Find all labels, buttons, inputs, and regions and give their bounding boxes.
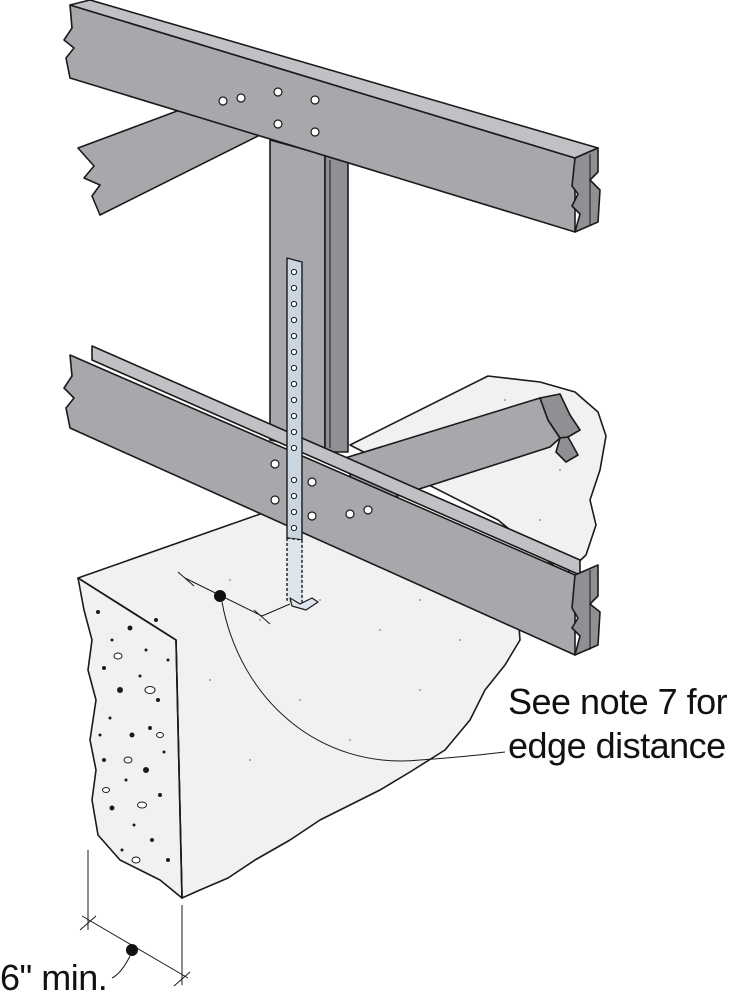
min-distance-leader bbox=[111, 955, 131, 979]
strap-tie-holes bbox=[290, 268, 298, 532]
min-distance-marker bbox=[126, 944, 138, 956]
edge-note-line-1: See note 7 for bbox=[508, 681, 728, 722]
edge-note-leader bbox=[221, 601, 506, 762]
bottom-track-screws bbox=[270, 459, 373, 521]
concrete-top-surface bbox=[77, 499, 521, 899]
concrete-aggregate-outlines bbox=[102, 652, 164, 864]
top-track-screws bbox=[218, 87, 320, 137]
edge-distance-dimension bbox=[177, 571, 291, 625]
bottom-track bbox=[63, 345, 601, 656]
concrete-aggregate bbox=[96, 610, 170, 862]
concrete-front-face bbox=[77, 577, 183, 899]
edge-note-line-2: edge distance bbox=[508, 725, 726, 766]
min-distance-label: 6" min. bbox=[0, 957, 108, 998]
edge-distance-note: See note 7 for edge distance bbox=[508, 680, 740, 768]
top-track bbox=[63, 0, 601, 233]
vertical-stud bbox=[269, 139, 349, 453]
edge-distance-marker bbox=[214, 590, 226, 602]
